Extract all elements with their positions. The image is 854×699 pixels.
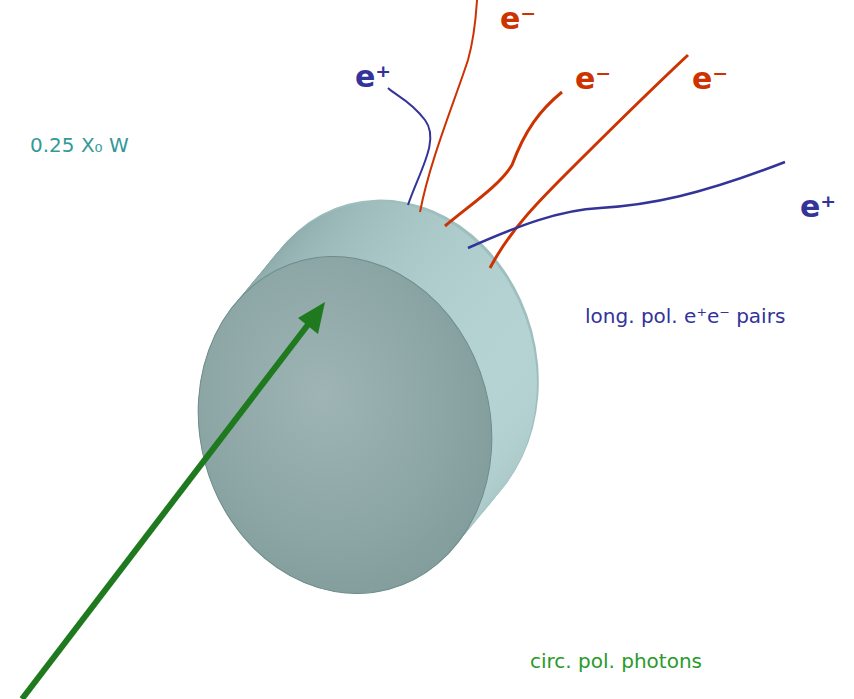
cylinder-face (161, 223, 529, 626)
particle-label: e⁻ (500, 2, 536, 37)
positron-track (468, 162, 785, 248)
electron-track (420, 0, 477, 212)
arrowhead (298, 302, 325, 334)
photon-arrow (22, 322, 310, 699)
cylinder-side (161, 166, 576, 626)
target-label: 0.25 X₀ W (30, 134, 129, 157)
electron-track (490, 55, 688, 268)
particle-label: e⁻ (575, 62, 611, 97)
particle-label: e⁺ (355, 60, 391, 95)
particle-label: e⁺ (800, 190, 836, 225)
photons-label: circ. pol. photons (530, 650, 702, 673)
particle-label: e⁻ (692, 62, 728, 97)
pairs-label: long. pol. e⁺e⁻ pairs (585, 305, 785, 328)
cylinder-body (161, 223, 529, 626)
positron-track (388, 88, 430, 205)
electron-track (445, 92, 562, 226)
